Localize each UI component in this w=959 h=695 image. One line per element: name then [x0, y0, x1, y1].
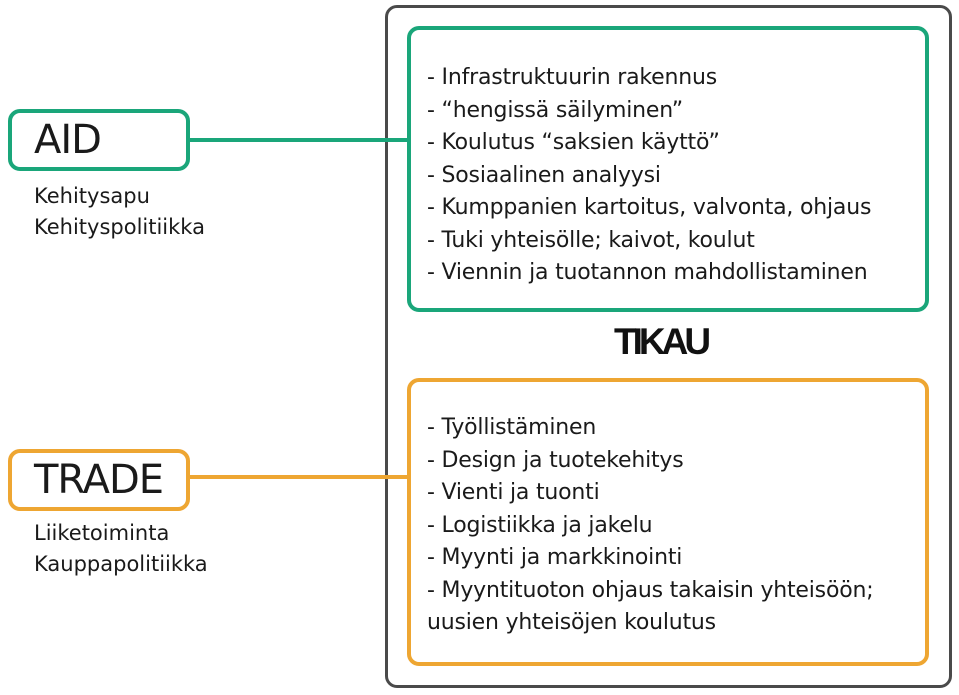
aid-connector	[190, 138, 407, 142]
trade-connector	[190, 475, 407, 479]
list-item: - Viennin ja tuotannon mahdollistaminen	[427, 260, 868, 285]
list-item: - Myyntituoton ohjaus takaisin yhteisöön…	[427, 577, 874, 603]
aid-activities-list: - Infrastruktuurin rakennus - “hengissä …	[427, 62, 925, 290]
list-item: - Design ja tuotekehitys	[427, 447, 684, 473]
trade-subtext: Liiketoiminta Kauppapolitiikka	[34, 518, 208, 580]
list-item: - Tuki yhteisölle; kaivot, koulut	[427, 227, 755, 253]
list-item: uusien yhteisöjen koulutus	[427, 610, 716, 635]
trade-activities-list: - Työllistäminen - Design ja tuotekehity…	[427, 412, 925, 640]
aid-activities-box: - Infrastruktuurin rakennus - “hengissä …	[407, 26, 929, 312]
list-item: - Infrastruktuurin rakennus	[427, 65, 717, 90]
trade-activities-box: - Työllistäminen - Design ja tuotekehity…	[407, 378, 929, 666]
list-item: - Työllistäminen	[427, 415, 597, 440]
aid-sub-line: Kehityspolitiikka	[34, 215, 205, 239]
list-item: - Koulutus “saksien käyttö”	[427, 130, 720, 155]
tikau-logo: TIKAU	[614, 321, 711, 362]
aid-tag: AID	[8, 109, 190, 171]
aid-tag-label: AID	[34, 117, 102, 163]
trade-sub-line: Kauppapolitiikka	[34, 552, 208, 576]
tikau-frame	[385, 5, 952, 688]
trade-tag: TRADE	[8, 449, 190, 511]
aid-subtext: Kehitysapu Kehityspolitiikka	[34, 181, 205, 243]
list-item: - “hengissä säilyminen”	[427, 97, 683, 123]
list-item: - Sosiaalinen analyysi	[427, 162, 661, 188]
aid-sub-line: Kehitysapu	[34, 184, 150, 208]
list-item: - Vienti ja tuonti	[427, 480, 600, 505]
list-item: - Kumppanien kartoitus, valvonta, ohjaus	[427, 195, 872, 220]
list-item: - Myynti ja markkinointi	[427, 545, 683, 570]
list-item: - Logistiikka ja jakelu	[427, 512, 653, 538]
trade-sub-line: Liiketoiminta	[34, 521, 170, 545]
trade-tag-label: TRADE	[34, 457, 164, 503]
